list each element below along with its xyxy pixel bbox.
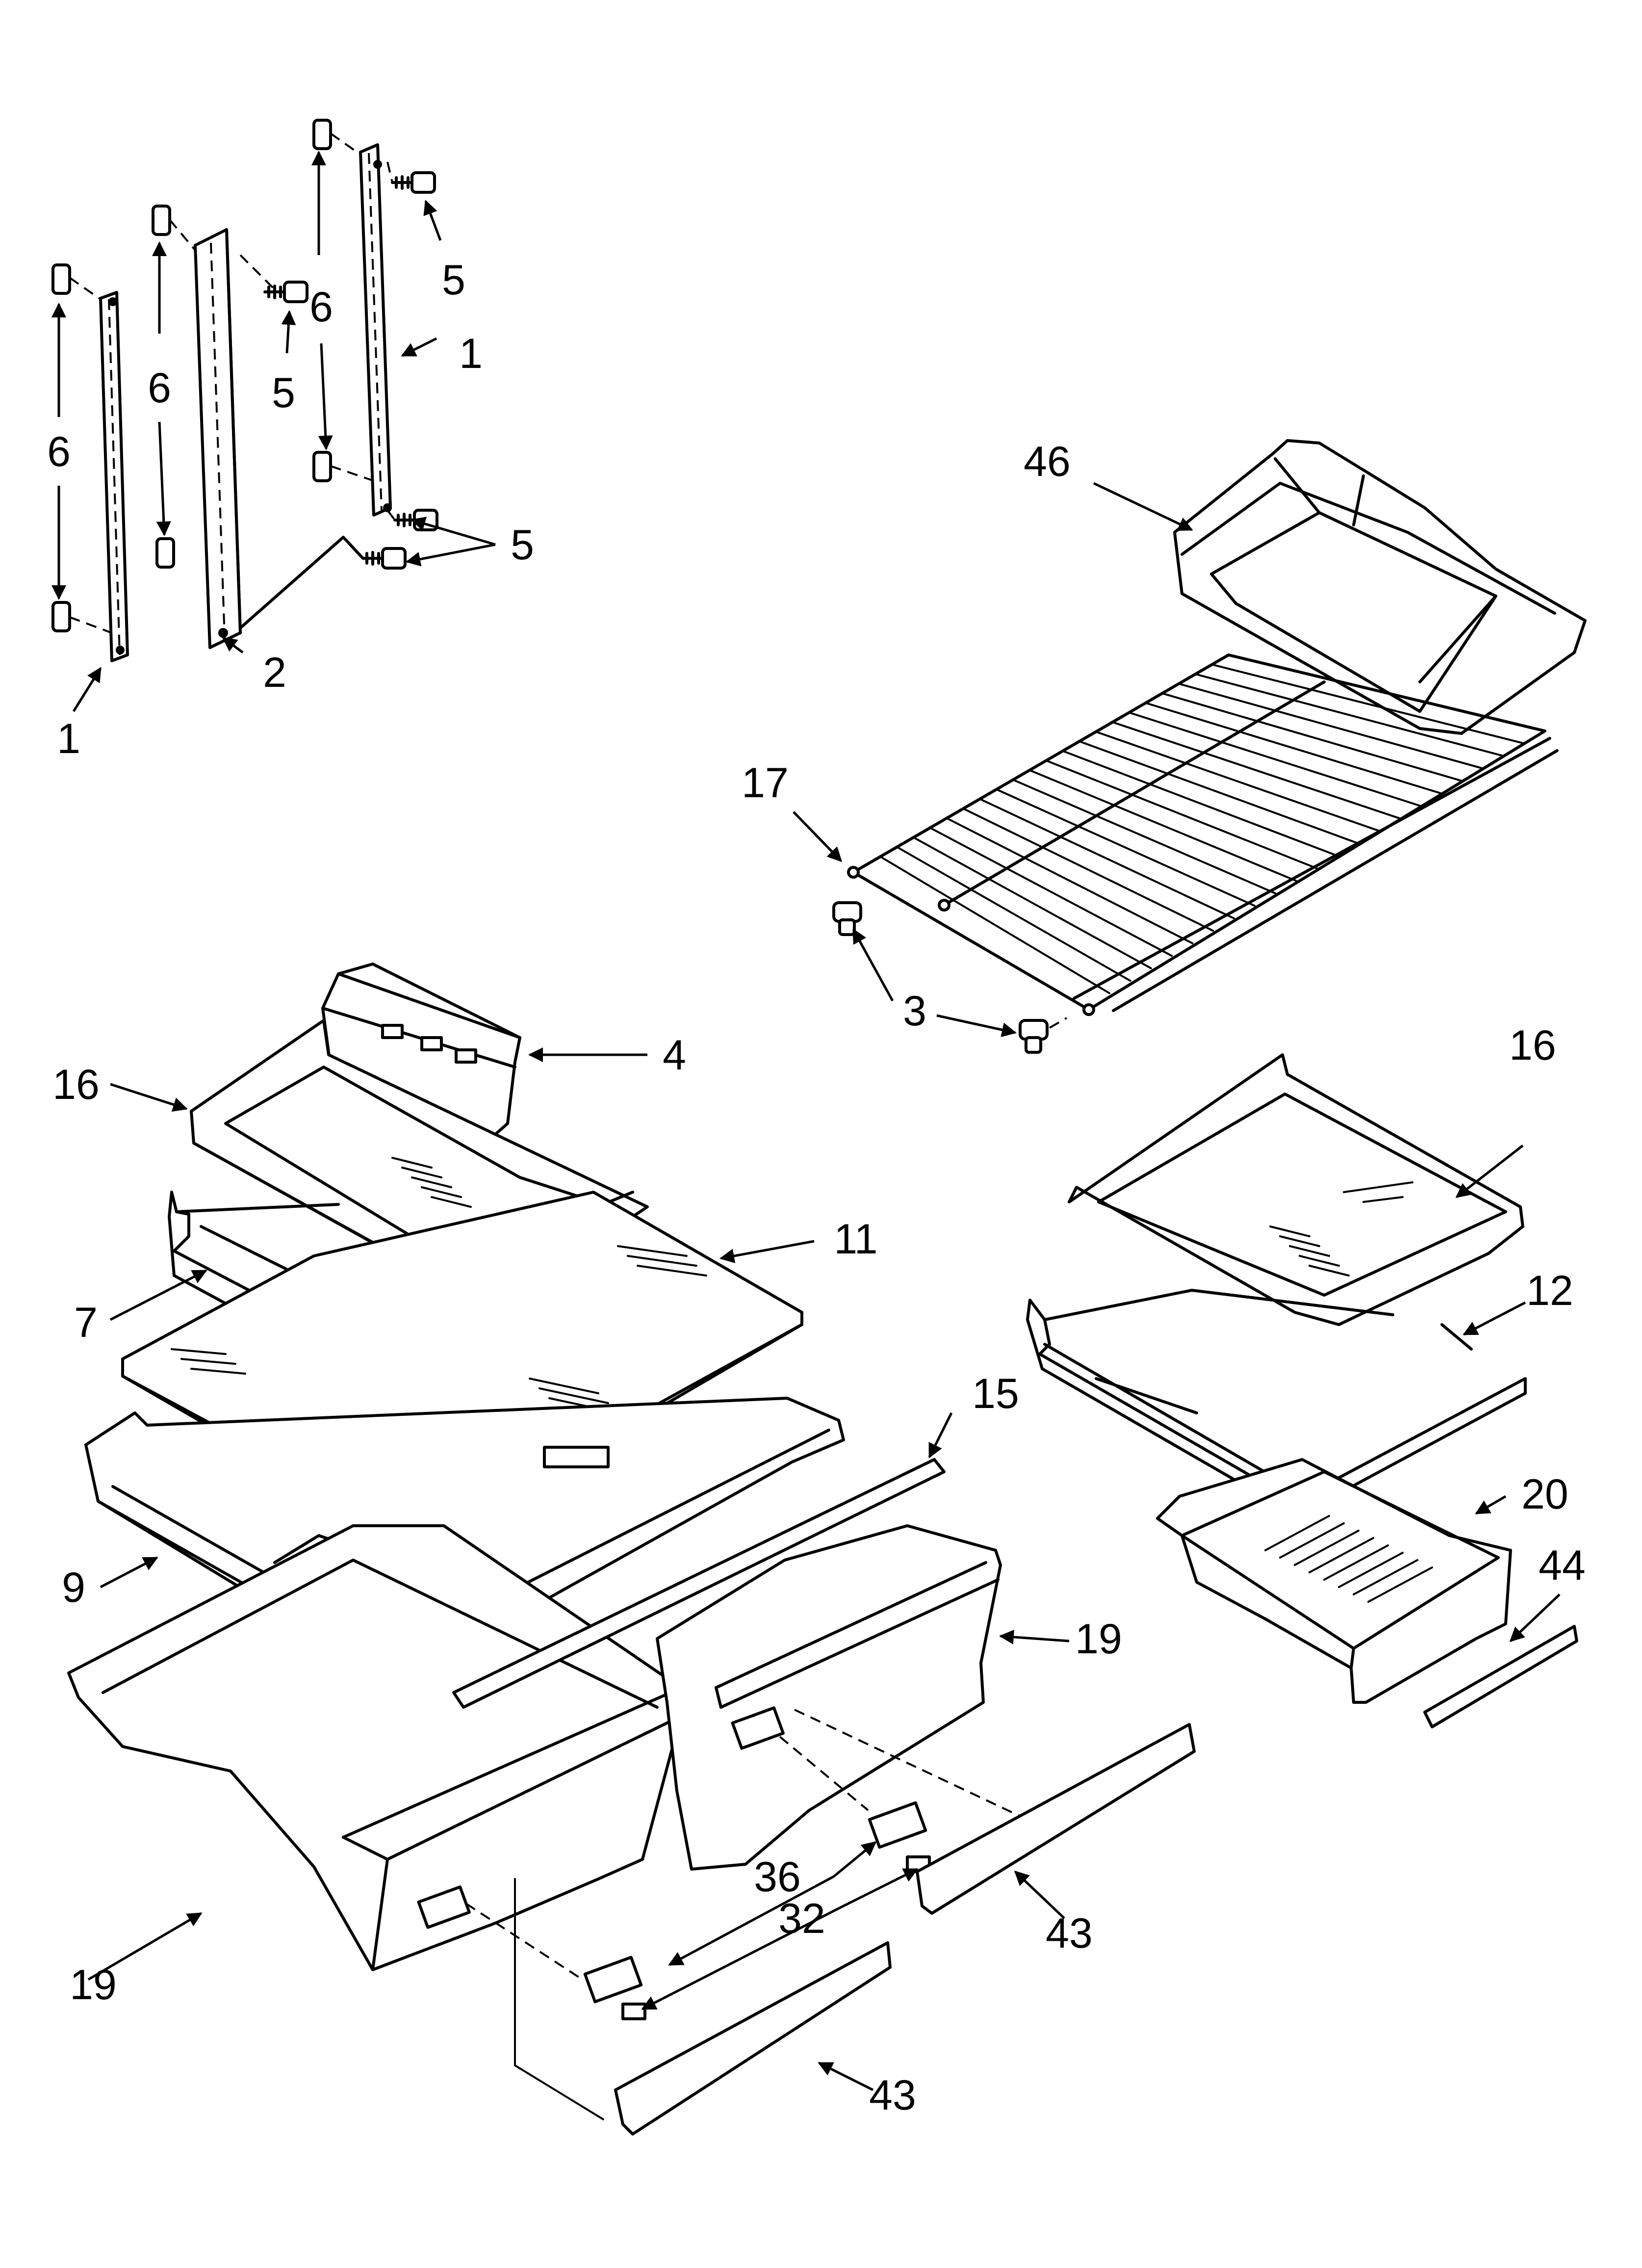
callout-label: 20 [1521, 1471, 1568, 1518]
shelf-wire [1178, 682, 1484, 770]
callout-label: 36 [754, 1853, 801, 1901]
shelf-wire [1128, 711, 1422, 807]
screws [239, 161, 438, 629]
glass-reflection-icon [171, 1348, 246, 1375]
shelf-support-rails [51, 119, 438, 662]
glass-reflection-icon [529, 1378, 629, 1424]
callout-label: 32 [778, 1895, 825, 1942]
shelf-wire [962, 807, 1214, 932]
shelf-wire [878, 855, 1111, 994]
shelf-wire [1045, 759, 1318, 869]
callout-label: 46 [1024, 438, 1071, 485]
callout-label: 7 [74, 1299, 98, 1346]
shelf-wire [1078, 740, 1360, 845]
callout-label: 6 [47, 428, 71, 475]
callout-label: 1 [57, 715, 80, 762]
shelf-wire [1011, 779, 1277, 894]
crisper-drawer-right [656, 1524, 1002, 1871]
trim-strip [452, 1458, 946, 1709]
shelf-wire [912, 836, 1152, 969]
shelf-pegs [832, 901, 1067, 1054]
callout-label: 12 [1526, 1267, 1573, 1314]
callout-label: 5 [272, 369, 295, 417]
shelf-wire [1144, 702, 1442, 795]
callout-label: 19 [1075, 1616, 1122, 1663]
shelf-rail-right [359, 143, 392, 517]
leader-arrows [51, 151, 1561, 2091]
shelf-wire [895, 845, 1131, 982]
callout-label: 43 [869, 2072, 916, 2119]
shelf-wire [1095, 730, 1380, 832]
shelf-rail-center [194, 228, 242, 649]
drawer-trim-strips [614, 1723, 1196, 2136]
shelf-glass-right [1068, 1053, 1524, 1326]
shelf-rail-left [99, 291, 129, 662]
callout-label: 44 [1539, 1542, 1586, 1589]
callout-label: 3 [903, 988, 926, 1035]
callout-label: 5 [511, 521, 534, 569]
glass-reflection-icon [391, 1157, 472, 1208]
screw-icon [263, 281, 308, 303]
crisper-bin [1173, 439, 1587, 735]
shelf-wire [928, 826, 1173, 957]
shelf-wire [1194, 673, 1505, 757]
callout-label: 43 [1046, 1910, 1093, 1957]
shelf-wire [1161, 692, 1463, 782]
callout-label: 17 [742, 759, 789, 807]
deli-drawer [1156, 1458, 1512, 1704]
deli-drawer-trim [1423, 1625, 1578, 1728]
shelf-wire [1111, 721, 1401, 820]
callout-label: 16 [1509, 1022, 1556, 1069]
shelf-wire [1028, 769, 1297, 882]
wire-shelf [847, 653, 1559, 1016]
callout-label: 15 [972, 1370, 1019, 1417]
callout-label: 16 [52, 1061, 100, 1108]
shelf-wire [945, 817, 1194, 944]
callout-label: 9 [62, 1564, 85, 1611]
screw-icon [391, 171, 436, 194]
callout-label: 4 [663, 1032, 686, 1079]
shelf-wire [1211, 663, 1525, 745]
callout-label: 5 [442, 257, 465, 304]
callout-label: 1 [459, 330, 483, 377]
callout-labels: 1 1 2 3 4 5 5 5 6 6 6 7 9 11 12 15 16 16… [47, 257, 1586, 2119]
screw-icon [361, 547, 407, 570]
callout-label: 6 [309, 284, 333, 331]
callout-label: 11 [834, 1216, 877, 1263]
callout-label: 19 [70, 1961, 117, 2008]
glass-reflection-icon [617, 1245, 707, 1277]
shelf-wire [995, 788, 1256, 907]
crisper-mounting-clips [465, 1709, 1055, 2120]
drawer-ribs-icon [1264, 1515, 1433, 1603]
callout-label: 6 [148, 365, 171, 412]
callout-label: 2 [263, 649, 286, 696]
shelf-peg-icon [1019, 1019, 1049, 1054]
crisper-drawer-left [67, 1524, 686, 1971]
shelf-peg-icon [832, 901, 862, 936]
shelf-wires [878, 663, 1525, 994]
shelf-stops [51, 119, 374, 634]
shelf-wire [1061, 750, 1339, 857]
glass-reflection-icon [1343, 1181, 1413, 1203]
shelf-wire [978, 798, 1235, 919]
glass-reflection-icon [1269, 1225, 1350, 1277]
